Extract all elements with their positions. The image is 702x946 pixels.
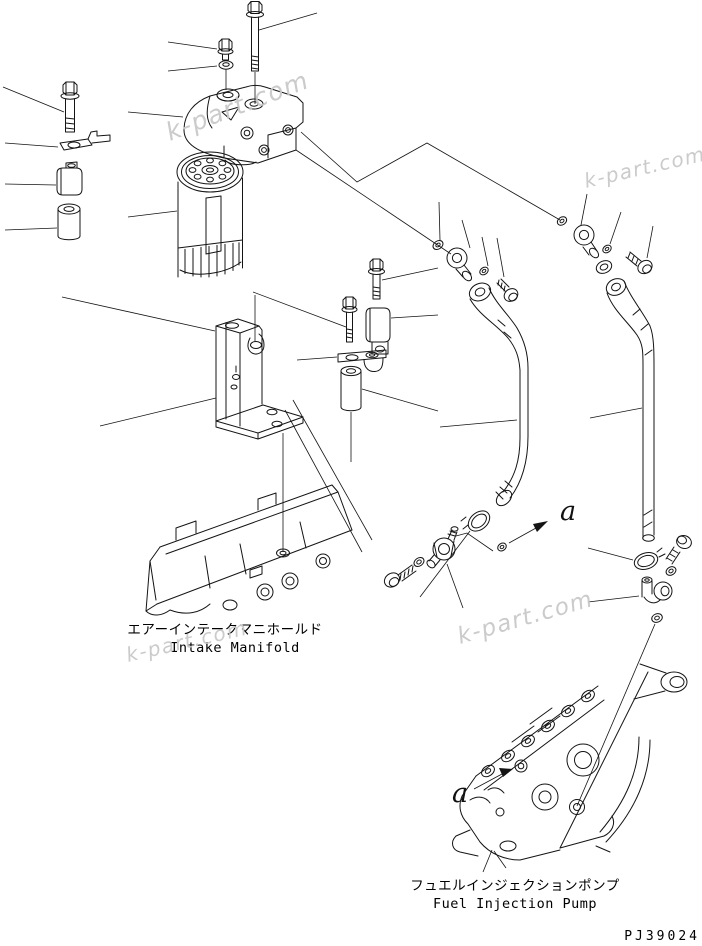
leader-banjo-bolt-left <box>496 237 505 278</box>
clamp-bolt-lower <box>341 296 358 343</box>
leader-clamp-plate <box>296 356 338 361</box>
intake-manifold-drawing <box>145 484 353 616</box>
section-arrow-pump <box>473 768 513 790</box>
intake-manifold-label-en: Intake Manifold <box>170 640 299 656</box>
leader-elbow-lower-left <box>446 563 464 609</box>
spacer-middle <box>340 365 362 412</box>
washer-right-lower <box>665 566 677 576</box>
leader-spacer-left <box>4 227 58 231</box>
section-arrow-mid <box>508 521 548 544</box>
leader-gasket-right <box>609 211 622 245</box>
washer-small-left <box>432 239 444 251</box>
watermark-top-right: k-part.com <box>582 142 702 193</box>
washer-lower-left <box>413 556 425 568</box>
leader-pipe-clamp-block <box>390 314 439 319</box>
leader-washer-top <box>167 65 218 72</box>
leader-elbow-lower-right <box>587 595 640 603</box>
leader-clip-bracket <box>4 142 59 148</box>
washer-top <box>218 60 234 90</box>
leader-lower-fitting-1 <box>292 399 373 541</box>
washer-pump-inlet <box>651 613 663 623</box>
clip-bracket <box>59 130 111 151</box>
leader-line-to-right-fittings <box>300 131 561 221</box>
section-marker-a-mid: a <box>560 496 576 527</box>
short-bolt <box>217 38 234 61</box>
clamp-bolt-upper <box>368 258 385 300</box>
leader-bracket-bolt <box>2 86 65 113</box>
leader-bracket-2 <box>99 397 217 427</box>
fuel-pipe-left <box>468 282 529 507</box>
hose-clamp-left <box>460 510 491 532</box>
delivery-valves <box>481 689 595 778</box>
elbow-fitting-lower-right <box>641 576 673 604</box>
hose-clamp-right <box>633 547 666 570</box>
leader-short-bolt <box>167 41 218 50</box>
leader-hose-clamp-right <box>587 547 634 561</box>
leader-clamp-bolt-upper <box>381 267 439 281</box>
leader-long-bolt <box>258 12 318 31</box>
leader-fuel-filter <box>127 210 178 218</box>
leader-clamp-left <box>4 183 57 186</box>
section-marker-a-pump: a <box>452 778 468 809</box>
fuel-injection-pump-label-en: Fuel Injection Pump <box>433 896 597 912</box>
fuel-injection-pump-label-jp: フュエルインジェクションポンプ <box>410 878 620 894</box>
axis-to-pump-inlet <box>576 623 656 807</box>
clamp-plate <box>337 349 387 373</box>
leader-washer-small-left <box>438 201 441 241</box>
fuel-injection-pump-drawing <box>452 663 688 873</box>
leader-banjo-bolt-right <box>646 225 654 259</box>
long-bolt <box>246 1 264 104</box>
washer-tiny-mid <box>497 542 507 552</box>
seal-ring-right <box>595 260 613 274</box>
leader-gasket-left <box>481 236 489 267</box>
intake-manifold-label-jp: エアーインテークマニホールド <box>127 622 322 638</box>
mounting-bracket <box>215 318 304 440</box>
fuel-filter-cartridge <box>176 151 244 278</box>
washer-small-right <box>556 216 568 226</box>
elbow-fitting-right <box>573 224 600 259</box>
gasket-ring-left <box>479 266 489 276</box>
drawing-number: PJ39024 <box>624 929 700 944</box>
banjo-bolt-right <box>625 251 653 275</box>
banjo-bolt-left <box>496 278 519 302</box>
leader-hose-clamp-left <box>419 530 471 598</box>
leader-bracket-1 <box>61 296 216 332</box>
spacer-left <box>57 203 81 241</box>
gasket-ring-right <box>602 244 612 254</box>
elbow-fitting-lower-left <box>426 526 459 569</box>
leader-lower-fitting-2 <box>284 409 363 553</box>
bolt-right-lower <box>665 534 692 565</box>
leader-filter-head <box>127 111 184 118</box>
watermark-bottom-middle: k-part.com <box>454 586 596 650</box>
leader-spacer-middle <box>361 388 439 412</box>
banjo-bolt-lower-left <box>383 564 417 588</box>
pipe-clamp-block <box>365 307 391 355</box>
elbow-fitting-left <box>446 247 473 282</box>
leader-clamp-bolt-lower <box>252 291 347 328</box>
bracket-bolt <box>60 81 80 133</box>
leader-fuel-pipe-left <box>439 419 518 428</box>
leader-elbow-right <box>580 193 588 226</box>
leader-fuel-pipe-right <box>589 407 643 419</box>
leader-line-to-left-fittings <box>295 149 452 255</box>
clamp-left <box>56 161 83 196</box>
leader-zigzag-a <box>455 532 494 552</box>
leader-elbow-left <box>461 219 471 249</box>
fuel-pipe-right <box>605 278 655 542</box>
